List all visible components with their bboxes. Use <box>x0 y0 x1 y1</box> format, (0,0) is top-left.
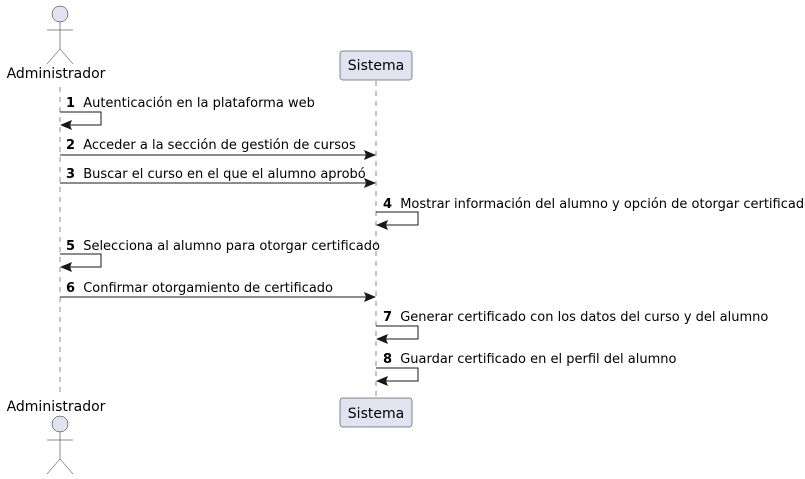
message-5: 5 Selecciona al alumno para otorgar cert… <box>60 239 380 272</box>
message-text: Autenticación en la plataforma web <box>83 96 315 111</box>
administrador-actor-bottom: Administrador <box>7 399 106 475</box>
actor-icon <box>46 415 74 475</box>
message-1: 1 Autenticación en la plataforma web <box>60 96 315 130</box>
arrowhead-icon <box>364 292 376 302</box>
message-text: Generar certificado con los datos del cu… <box>400 310 768 325</box>
arrowhead-icon <box>376 334 388 344</box>
arrowhead-icon <box>364 178 376 188</box>
message-number: 8 <box>383 352 392 367</box>
message-2: 2 Acceder a la sección de gestión de cur… <box>60 138 376 160</box>
actor-name-bottom: Administrador <box>7 399 106 415</box>
message-number: 6 <box>66 281 75 296</box>
message-number: 5 <box>66 239 75 254</box>
svg-text:7 Generar certificado co: 7 Generar certificado con los datos del … <box>383 310 768 325</box>
sistema-participant-top: Sistema <box>339 50 413 81</box>
message-text: Buscar el curso en el que el alumno apro… <box>83 167 366 182</box>
message-number: 3 <box>66 167 75 182</box>
arrowhead-icon <box>376 220 388 230</box>
participant-box <box>339 397 413 428</box>
svg-text:1 Autenticación en la pl: 1 Autenticación en la plataforma web <box>66 96 315 111</box>
actor-name-top: Administrador <box>7 66 106 82</box>
svg-text:2 Acceder a la sección d: 2 Acceder a la sección de gestión de cur… <box>66 138 356 153</box>
message-6: 6 Confirmar otorgamiento de certificado <box>60 281 376 302</box>
svg-text:5 Selecciona al alumno p: 5 Selecciona al alumno para otorgar cert… <box>66 239 380 254</box>
arrowhead-icon <box>60 120 72 130</box>
participant-name-bottom: Sistema <box>348 406 404 422</box>
message-number: 7 <box>383 310 392 325</box>
svg-text:8 Guardar certificado en: 8 Guardar certificado en el perfil del a… <box>383 352 676 367</box>
svg-text:4 Mostrar información de: 4 Mostrar información del alumno y opció… <box>383 197 805 212</box>
message-text: Acceder a la sección de gestión de curso… <box>83 138 356 153</box>
message-4: 4 Mostrar información del alumno y opció… <box>376 197 805 230</box>
participant-box <box>339 50 413 81</box>
message-number: 1 <box>66 96 75 111</box>
message-number: 2 <box>66 138 75 153</box>
participant-name-top: Sistema <box>348 58 404 74</box>
svg-text:6 Confirmar otorgamiento: 6 Confirmar otorgamiento de certificado <box>66 281 333 296</box>
message-text: Selecciona al alumno para otorgar certif… <box>83 239 380 254</box>
message-3: 3 Buscar el curso en el que el alumno ap… <box>60 167 376 188</box>
administrador-actor-top: Administrador <box>7 5 106 82</box>
arrowhead-icon <box>60 262 72 272</box>
message-7: 7 Generar certificado con los datos del … <box>376 310 768 344</box>
sistema-participant-bottom: Sistema <box>339 397 413 428</box>
message-text: Confirmar otorgamiento de certificado <box>83 281 333 296</box>
message-text: Mostrar información del alumno y opción … <box>400 197 805 212</box>
message-number: 4 <box>383 197 392 212</box>
actor-icon <box>46 5 74 65</box>
message-8: 8 Guardar certificado en el perfil del a… <box>376 352 676 386</box>
arrowhead-icon <box>364 150 376 160</box>
svg-text:3 Buscar el curso en el: 3 Buscar el curso en el que el alumno ap… <box>66 167 366 182</box>
message-text: Guardar certificado en el perfil del alu… <box>400 352 676 367</box>
arrowhead-icon <box>376 376 388 386</box>
